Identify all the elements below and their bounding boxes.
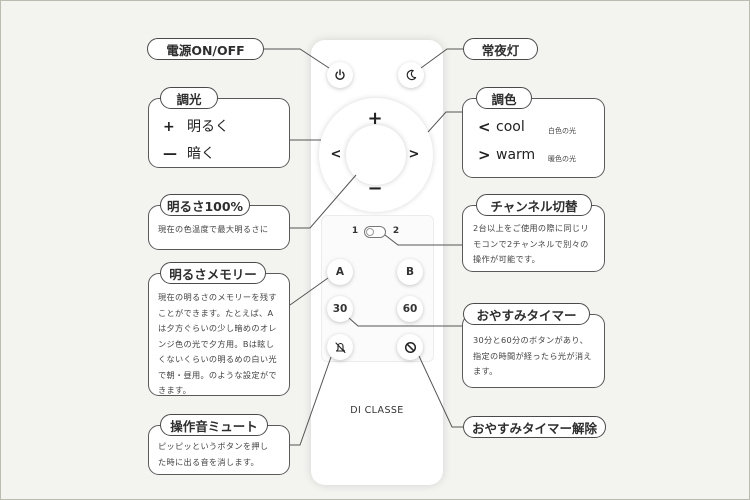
chevron-left-icon: < — [478, 118, 491, 136]
text-line: 現在の明るさのメモリーを残す — [158, 292, 277, 302]
text-line: きます。 — [158, 385, 192, 395]
warm-note: 暖色の光 — [548, 155, 576, 163]
dial-minus-button[interactable]: − — [367, 177, 383, 199]
channel-text: 2台以上をご使用の際に同じリ モコンで2チャンネルで別々の 操作が可能です。 — [473, 221, 589, 268]
channel-callout-title: チャンネル切替 — [476, 194, 592, 216]
memory-callout-box — [148, 273, 290, 396]
text-line: た時に出る音を消します。 — [158, 456, 260, 467]
text-line: ことができます。たとえば、A — [158, 307, 274, 318]
chevron-right-icon: > — [478, 146, 491, 164]
dial-plus-button[interactable]: + — [367, 107, 383, 129]
cancel-icon — [404, 341, 416, 353]
text-line: 現在の色温度で最大明るさに — [158, 224, 269, 234]
dial-left-button[interactable]: < — [330, 146, 342, 162]
text-line: ンジ色の光で夕方用。Bは眩し — [158, 338, 275, 349]
sleep-timer-callout-title: おやすみタイマー — [463, 303, 590, 325]
mute-button[interactable] — [327, 334, 353, 360]
dial-right-button[interactable]: > — [408, 146, 420, 162]
text-line: 操作が可能です。 — [473, 254, 541, 264]
memory-a-button[interactable]: A — [327, 259, 353, 285]
sleep-timer-text: 30分と60分のボタンがあり、 指定の時間が経ったら光が消え ます。 — [473, 333, 592, 380]
dimming-item-darker: — 暗く — [163, 143, 215, 163]
cool-label: cool — [496, 119, 525, 135]
color-item-warm: > warm 暖色の光 — [476, 146, 601, 166]
dial-center-button[interactable] — [346, 125, 406, 185]
warm-label: warm — [496, 147, 536, 163]
dimming-item-brighter: + 明るく — [163, 116, 229, 136]
toggle-knob — [366, 228, 374, 236]
brightness-max-text: 現在の色温度で最大明るさに — [158, 222, 268, 238]
memory-callout-title: 明るさメモリー — [160, 262, 266, 284]
text-line: 30分と60分のボタンがあり、 — [473, 335, 589, 345]
power-callout-title: 電源ON/OFF — [147, 38, 264, 60]
text-line: モコンで2チャンネルで別々の — [473, 238, 589, 249]
text-line: 2台以上をご使用の際に同じリ — [473, 223, 589, 233]
night-light-callout-title: 常夜灯 — [463, 38, 538, 60]
power-button[interactable] — [327, 62, 353, 88]
channel-toggle[interactable] — [364, 226, 386, 238]
timer-cancel-callout-title: おやすみタイマー解除 — [463, 416, 606, 438]
cool-note: 白色の光 — [548, 127, 576, 135]
brightness-max-callout-title: 明るさ100% — [160, 194, 250, 216]
color-tone-callout-box — [462, 98, 605, 178]
mute-text: ピッピッというボタンを押し た時に出る音を消します。 — [158, 439, 268, 470]
text-line: ピッピッというボタンを押し — [158, 441, 269, 451]
channel-callout-box — [462, 205, 605, 272]
plus-symbol: + — [163, 119, 175, 135]
timer-60-button[interactable]: 60 — [397, 296, 423, 322]
minus-symbol: — — [163, 146, 177, 162]
timer-30-button[interactable]: 30 — [327, 296, 353, 322]
brand-logo-text: DI CLASSE — [350, 405, 404, 416]
mute-callout-title: 操作音ミュート — [160, 414, 268, 436]
night-light-button[interactable] — [398, 62, 424, 88]
text-line: は夕方ぐらいの少し暗めのオレ — [158, 323, 277, 333]
moon-icon — [406, 69, 417, 81]
text-line: くないくらいの明るめの白い光 — [158, 354, 277, 364]
memory-text: 現在の明るさのメモリーを残す ことができます。たとえば、A は夕方ぐらいの少し暗… — [158, 290, 277, 399]
channel-1-label: 1 — [351, 226, 359, 236]
color-item-cool: < cool 白色の光 — [476, 118, 601, 138]
channel-2-label: 2 — [392, 226, 400, 236]
power-icon — [335, 69, 345, 80]
color-tone-callout-title: 調色 — [476, 87, 532, 109]
timer-cancel-button[interactable] — [397, 334, 423, 360]
text-line: 指定の時間が経ったら光が消え — [473, 350, 592, 361]
mute-icon — [334, 341, 346, 353]
dimming-callout-box — [148, 98, 290, 168]
memory-b-button[interactable]: B — [397, 259, 423, 285]
brighter-label: 明るく — [187, 119, 229, 135]
text-line: ます。 — [473, 366, 498, 376]
darker-label: 暗く — [187, 146, 215, 162]
text-line: で朝・昼用。のような設定がで — [158, 369, 277, 380]
sleep-timer-callout-box — [462, 314, 605, 388]
dimming-callout-title: 調光 — [160, 87, 218, 109]
